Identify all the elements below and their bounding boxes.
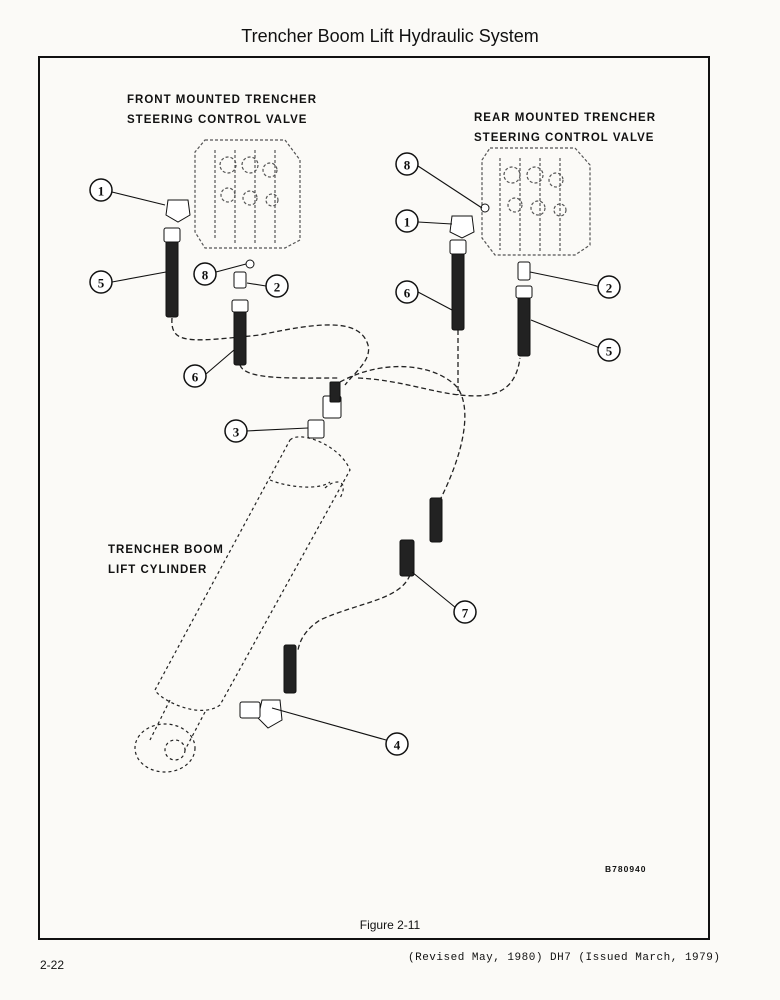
callout-1-front: [89, 178, 113, 202]
callout-2-rear: [597, 275, 621, 299]
figure-caption: Figure 2-11: [359, 918, 421, 932]
callout-8-front: [193, 262, 217, 286]
callout-text: 6: [192, 370, 199, 385]
figure-frame: [38, 56, 710, 940]
front-valve-label: FRONT MOUNTED TRENCHER STEERING CONTROL …: [127, 94, 318, 126]
rear-control-valve: [481, 147, 591, 256]
cylinder-label: TRENCHER BOOM LIFT CYLINDER: [108, 544, 224, 576]
callout-text: 1: [98, 184, 105, 199]
drawing-number: B780940: [605, 864, 647, 874]
callout-text: 8: [202, 268, 209, 283]
page-number: 2-22: [40, 958, 65, 972]
callout-4: [385, 732, 409, 756]
front-control-valve: [194, 139, 301, 249]
rear-valve-label: REAR MOUNTED TRENCHER STEERING CONTROL V…: [474, 112, 656, 144]
callouts: [111, 165, 601, 741]
callout-text: 8: [404, 158, 411, 173]
hoses: [171, 317, 521, 651]
callout-6-front: [183, 364, 207, 388]
callout-text: 6: [404, 286, 411, 301]
page-title: Trencher Boom Lift Hydraulic System: [241, 26, 539, 46]
callout-7: [453, 600, 477, 624]
callout-1-rear: [395, 209, 419, 233]
callout-3: [224, 419, 248, 443]
lift-cylinder: [134, 436, 351, 773]
callout-text: 1: [404, 215, 411, 230]
callout-text: 7: [462, 606, 469, 621]
revision-footer: (Revised May, 1980) DH7 (Issued March, 1…: [408, 952, 721, 964]
callout-2-front: [265, 274, 289, 298]
callout-8-rear: [395, 152, 419, 176]
callout-5-rear: [597, 338, 621, 362]
fittings: [163, 199, 533, 729]
callout-text: 2: [274, 280, 281, 295]
callout-6-rear: [395, 280, 419, 304]
callout-text: 4: [394, 738, 401, 753]
callout-text: 5: [606, 344, 613, 359]
callout-text: 5: [98, 276, 105, 291]
callout-text: 2: [606, 281, 613, 296]
callout-5-front: [89, 270, 113, 294]
callout-text: 3: [233, 425, 240, 440]
